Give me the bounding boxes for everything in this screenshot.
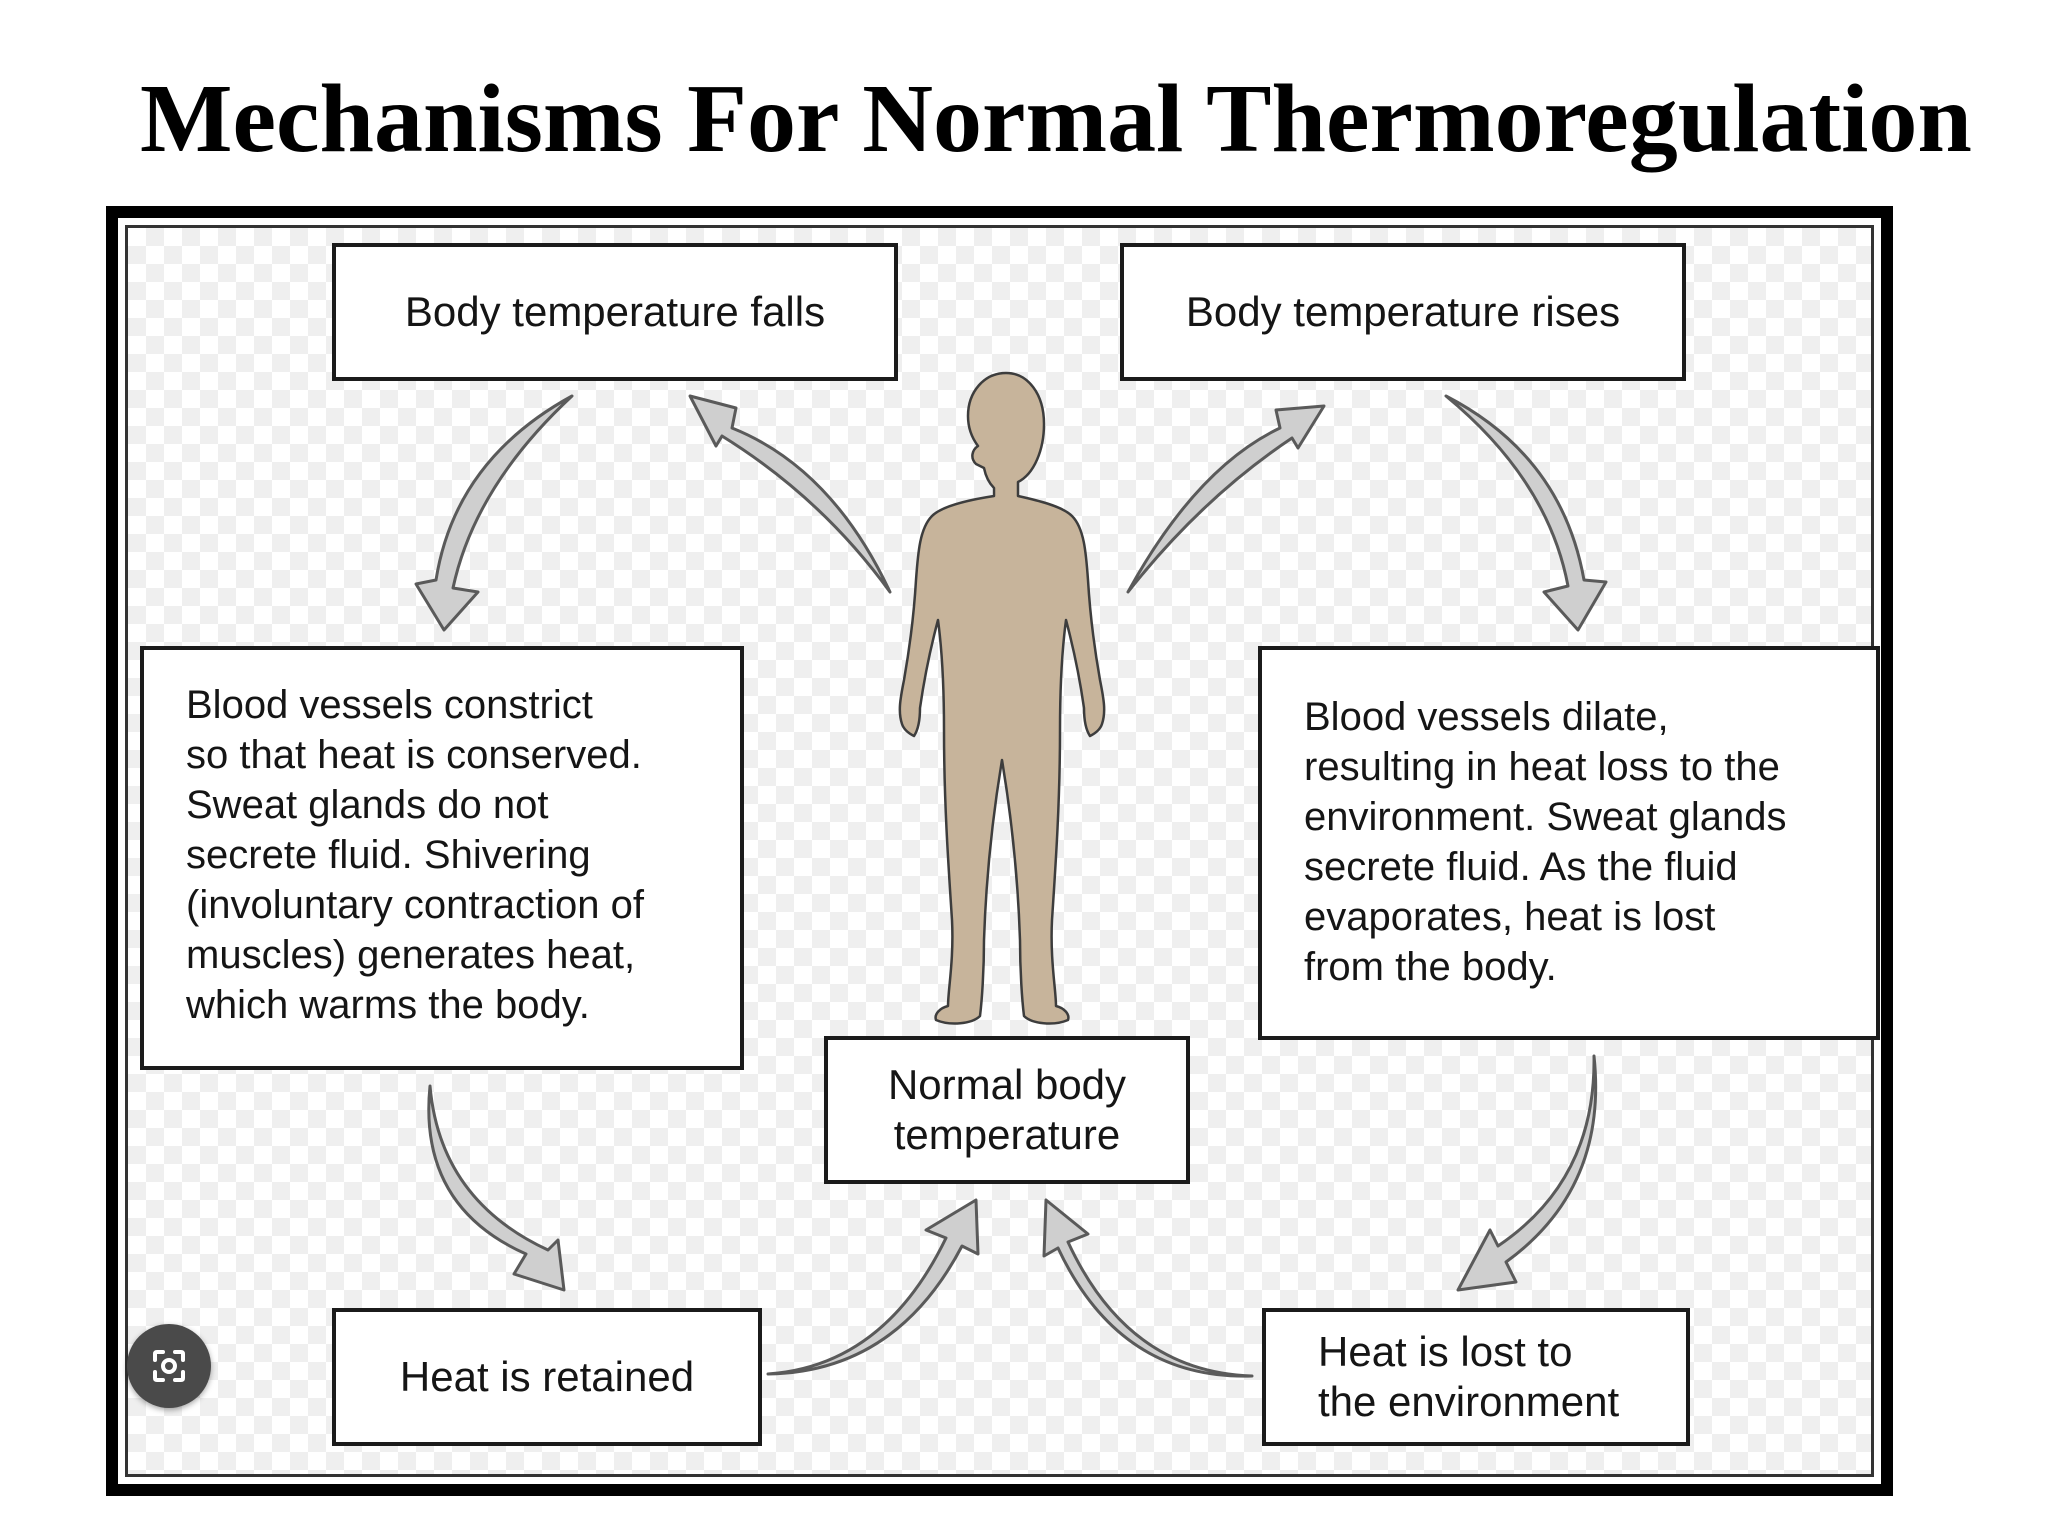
box-heat-lost: Heat is lost to the environment <box>1262 1308 1690 1446</box>
box-hot-response-text: Blood vessels dilate, resulting in heat … <box>1304 695 1787 989</box>
box-heat-retained-text: Heat is retained <box>399 1353 695 1400</box>
box-temperature-rises-text: Body temperature rises <box>1185 288 1621 335</box>
visual-search-lens-button[interactable] <box>127 1324 211 1408</box>
box-heat-retained: Heat is retained <box>332 1308 762 1446</box>
box-heat-lost-text: Heat is lost to the environment <box>1318 1328 1620 1425</box>
slide-title: Mechanisms For Normal Thermoregulation <box>140 65 1972 173</box>
box-normal-temperature: Normal body temperature <box>824 1036 1190 1184</box>
box-temperature-rises: Body temperature rises <box>1120 243 1686 381</box>
box-hot-response: Blood vessels dilate, resulting in heat … <box>1258 646 1880 1040</box>
box-cold-response-text: Blood vessels constrict so that heat is … <box>186 683 645 1027</box>
box-normal-temperature-text: Normal body temperature <box>887 1061 1127 1158</box>
box-temperature-falls-text: Body temperature falls <box>404 288 826 335</box>
lens-icon <box>153 1350 185 1382</box>
box-temperature-falls: Body temperature falls <box>332 243 898 381</box>
box-cold-response: Blood vessels constrict so that heat is … <box>140 646 744 1070</box>
